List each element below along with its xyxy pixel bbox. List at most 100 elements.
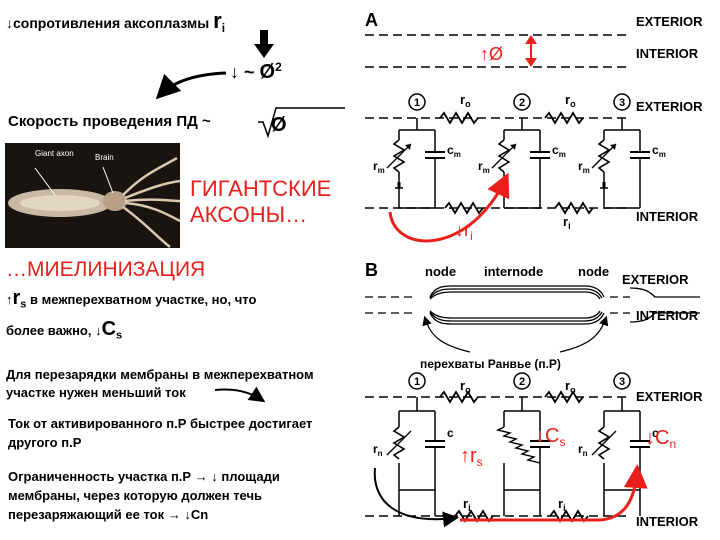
rm-label: rm bbox=[578, 159, 590, 175]
diameter-up-label: ↑Ø bbox=[480, 44, 503, 64]
rn-label: rn bbox=[578, 442, 588, 458]
node-number-circle bbox=[408, 93, 426, 111]
rs-prefix: ↑ bbox=[6, 292, 13, 307]
squid-label-brain: Brain bbox=[95, 153, 114, 162]
rm-label: rm bbox=[478, 159, 490, 175]
current-arrow-a-icon bbox=[388, 172, 510, 243]
exterior-label-a: EXTERIOR bbox=[636, 99, 703, 114]
rs-up-label: ↑rs bbox=[460, 445, 483, 469]
node-number: 2 bbox=[519, 97, 525, 109]
recharge-line1: Для перезарядки мембраны в межперехватно… bbox=[6, 367, 314, 382]
node-label-1: node bbox=[425, 264, 456, 279]
recharge-line2: участке нужен меньший ток bbox=[6, 385, 186, 400]
cs-line: более важно, ↓Cs bbox=[6, 318, 122, 342]
interior-label-top: INTERIOR bbox=[636, 46, 699, 61]
recharge-arrow-icon bbox=[214, 386, 266, 403]
cs-down-label: ↓Cs bbox=[535, 425, 565, 449]
ranvier-arrow-2-icon bbox=[559, 315, 609, 353]
node-number: 1 bbox=[414, 376, 420, 388]
current-arrow-b-black-icon bbox=[373, 467, 459, 528]
cs-text: более важно, ↓ bbox=[6, 323, 102, 338]
ranvier-label: перехваты Ранвье (п.Р) bbox=[420, 357, 561, 371]
cm-label: cm bbox=[652, 143, 666, 159]
exterior-label-b2: EXTERIOR bbox=[636, 389, 703, 404]
diameter-square-line: ↓ ~ Ø2 bbox=[230, 60, 282, 84]
giant-line1: ГИГАНТСКИЕ bbox=[190, 176, 332, 201]
diameter-arrow-icon bbox=[525, 35, 537, 67]
rs-text: в межперехватном участке, но, что bbox=[30, 292, 257, 307]
ri-label-a: ri bbox=[563, 214, 571, 231]
ri-label-b1: ri bbox=[463, 496, 471, 513]
giant-axons-title: ГИГАНТСКИЕ АКСОНЫ… bbox=[190, 176, 331, 228]
diagram-b-label: B bbox=[365, 260, 378, 280]
node-number-circle bbox=[613, 93, 631, 111]
sqrt-diameter: Ø bbox=[271, 114, 287, 136]
node-label-2: node bbox=[578, 264, 609, 279]
current-line1: Ток от активированного п.Р быстрее дости… bbox=[8, 416, 313, 431]
prop-prefix: ↓ ~ bbox=[230, 62, 260, 82]
rs-line: ↑rs в межперехватном участке, но, что bbox=[6, 287, 256, 311]
limit-line2: мембраны, через которую должен течь bbox=[8, 488, 263, 503]
recharge-text: Для перезарядки мембраны в межперехватно… bbox=[6, 366, 314, 402]
cm-label: cm bbox=[447, 143, 461, 159]
ri-down-label: ↓ri bbox=[455, 220, 473, 243]
ri-sub: i bbox=[221, 20, 226, 35]
interior-label-b1: INTERIOR bbox=[636, 308, 699, 323]
current-line2: другого п.Р bbox=[8, 435, 82, 450]
square-sup: 2 bbox=[275, 60, 282, 74]
ri-symbol: r bbox=[213, 8, 222, 33]
c-label: c bbox=[447, 426, 454, 440]
node-number: 2 bbox=[519, 376, 525, 388]
cs-sub: s bbox=[116, 329, 123, 342]
membrane-unit-b-2: 3 rn c bbox=[578, 372, 659, 491]
rn-label: rn bbox=[373, 442, 383, 458]
diameter-symbol: Ø bbox=[259, 61, 276, 83]
internode-label: internode bbox=[484, 264, 543, 279]
down-arrow-icon bbox=[254, 30, 274, 58]
myelination-title: …МИЕЛИНИЗАЦИЯ bbox=[6, 258, 206, 281]
node-number-circle bbox=[513, 93, 531, 111]
limit-line1: Ограниченность участка п.Р → ↓ площади bbox=[8, 469, 280, 484]
interior-label-a: INTERIOR bbox=[636, 209, 699, 224]
membrane-unit-0: 1 rm cm bbox=[373, 93, 461, 209]
membrane-unit-1: 2 rm cm bbox=[478, 93, 566, 209]
axoplasm-resistance-line: ↓сопротивления аксоплазмы ri bbox=[6, 8, 225, 35]
rs-sub: s bbox=[20, 298, 27, 311]
conduction-speed-text: Скорость проведения ПД ~ bbox=[8, 113, 211, 130]
ro-label-b1: ro bbox=[460, 378, 471, 395]
axoplasm-resistance-text: ↓сопротивления аксоплазмы bbox=[6, 15, 210, 31]
ro-label-2: ro bbox=[565, 92, 576, 109]
cn-down-label: ↓Cn bbox=[645, 427, 676, 451]
sqrt-sign-icon bbox=[258, 107, 345, 139]
current-text: Ток от активированного п.Р быстрее дости… bbox=[8, 414, 312, 452]
ro-label-1: ro bbox=[460, 92, 471, 109]
diagram-a: A EXTERIOR INTERIOR ↑Ø EXTERIOR INTERIOR… bbox=[365, 10, 703, 243]
node-number: 1 bbox=[414, 97, 420, 109]
current-arrow-b-red-icon bbox=[460, 464, 648, 522]
cm-label: cm bbox=[552, 143, 566, 159]
rm-label: rm bbox=[373, 159, 385, 175]
exterior-label-top: EXTERIOR bbox=[636, 14, 703, 29]
giant-line2: АКСОНЫ… bbox=[190, 202, 308, 227]
ranvier-arrow-1-icon bbox=[422, 315, 471, 353]
squid-label-giant: Giant axon bbox=[35, 149, 74, 158]
node-number-circle bbox=[408, 372, 426, 390]
limit-text: Ограниченность участка п.Р → ↓ площади м… bbox=[8, 467, 280, 524]
interior-label-b2: INTERIOR bbox=[636, 514, 699, 529]
ri-label-b2: ri bbox=[558, 496, 566, 513]
cs-symbol: C bbox=[101, 318, 117, 340]
limit-line3: перезаряжающий ее ток → ↓Cn bbox=[8, 507, 209, 522]
rs-symbol: r bbox=[12, 287, 21, 309]
curve-arrow-icon bbox=[155, 71, 227, 100]
node-number-circle bbox=[613, 372, 631, 390]
node-number: 3 bbox=[619, 376, 625, 388]
squid-image: Giant axon Brain bbox=[5, 143, 180, 248]
membrane-unit-b-1: 2 bbox=[495, 372, 550, 491]
ro-label-b2: ro bbox=[565, 378, 576, 395]
conduction-speed-line: Скорость проведения ПД ~ bbox=[8, 113, 211, 130]
membrane-unit-b-0: 1 rn c bbox=[373, 372, 454, 491]
diagram-a-label: A bbox=[365, 10, 378, 30]
squid-illustration-icon: Giant axon Brain bbox=[8, 149, 180, 248]
c-label: c bbox=[652, 426, 659, 440]
